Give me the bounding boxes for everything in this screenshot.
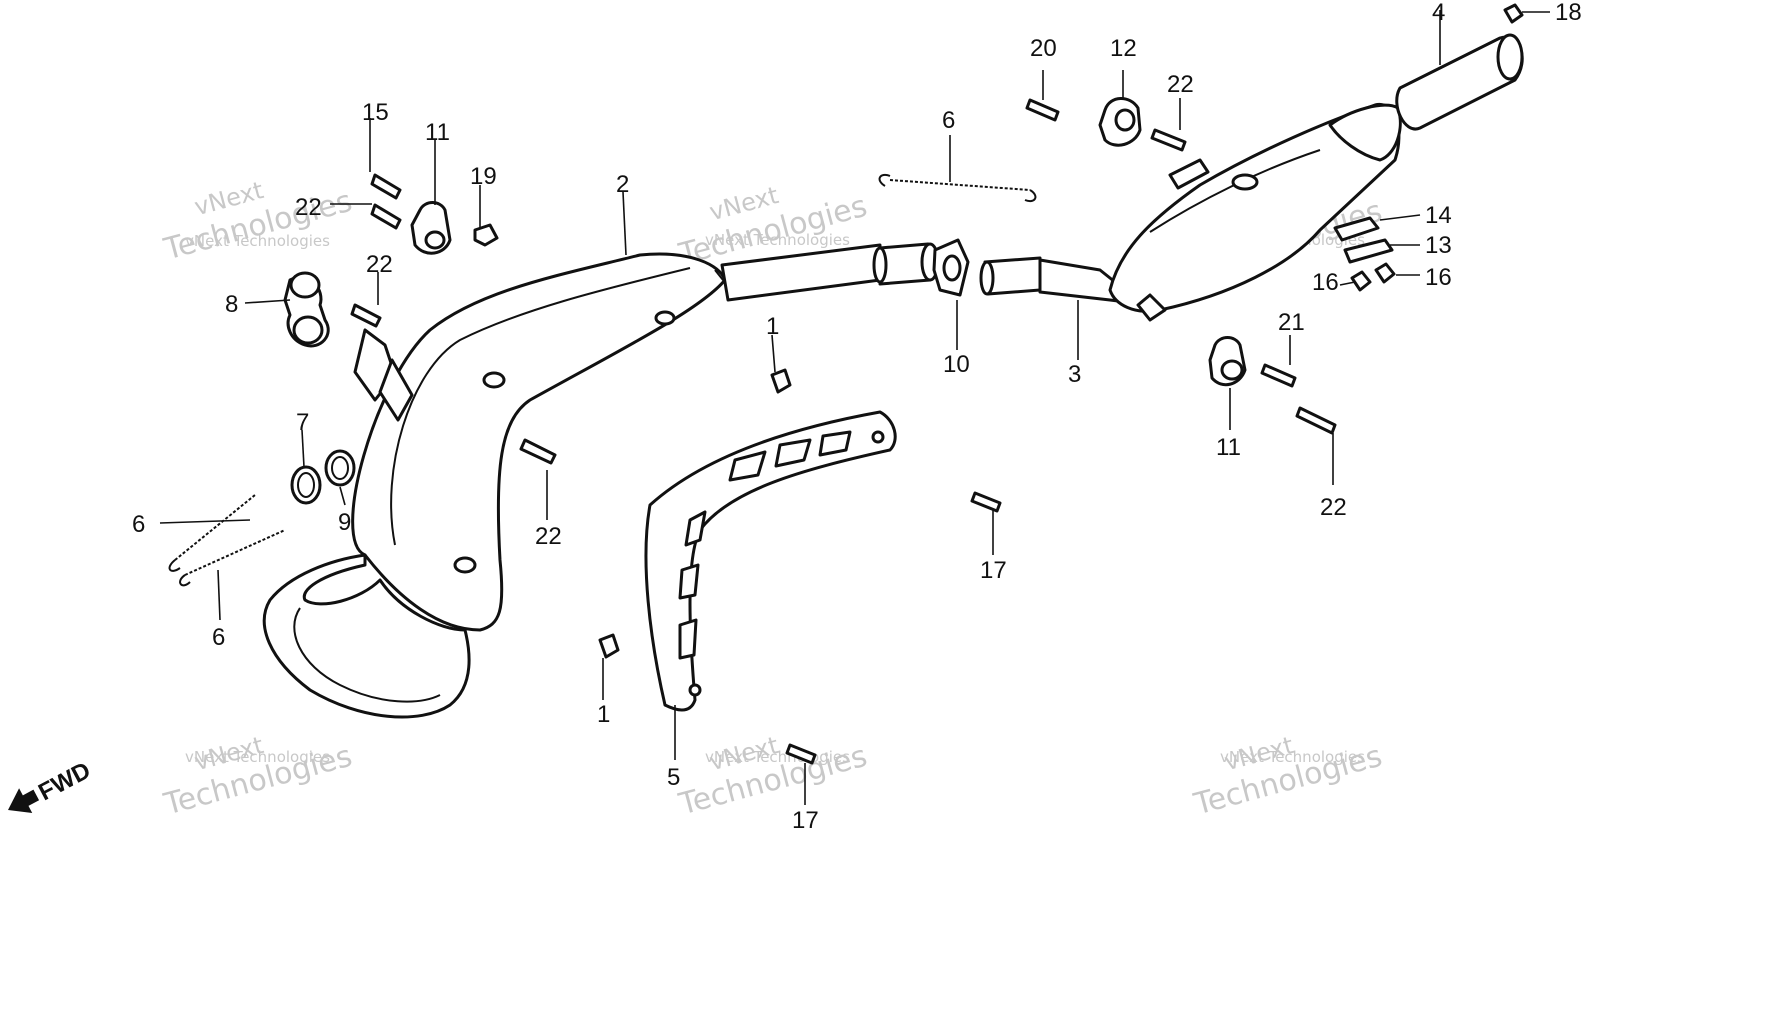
nut-19 [473, 223, 499, 247]
part-11-bracket-right [1208, 336, 1247, 387]
callout-22-right-lower: 22 [1320, 494, 1347, 521]
callout-17-bottom: 17 [792, 807, 819, 834]
part-12-bracket [1098, 97, 1142, 147]
callout-18: 18 [1555, 0, 1582, 26]
watermark-bottom-left: vNext Technologies [160, 731, 356, 823]
part-6-spring-left-lower [179, 529, 286, 587]
callout-6-bottom: 6 [212, 624, 225, 651]
watermark-text-top-left: vNext Technologies [185, 232, 330, 250]
part-6-spring-left-upper [168, 494, 256, 572]
callout-22-right-upper: 22 [1167, 71, 1194, 98]
part-9-ring [324, 449, 356, 487]
callout-14: 14 [1425, 202, 1452, 229]
callout-17-center: 17 [980, 557, 1007, 584]
fwd-direction-arrow: FWD [8, 757, 95, 813]
part-6-spring-top [878, 174, 1037, 202]
callout-1-upper: 1 [766, 313, 779, 340]
watermark-bottom-middle: vNext Technologies [675, 731, 871, 823]
callout-9: 9 [338, 509, 351, 536]
callout-22-center: 22 [535, 523, 562, 550]
callout-6-left: 6 [132, 511, 145, 538]
part-4-tail-tube [1395, 33, 1524, 131]
bolt-17-center [970, 491, 1002, 513]
watermark-text-bottom-right: vNext Technologies [1220, 748, 1365, 766]
part-13-plate [1343, 238, 1394, 264]
callout-15: 15 [362, 99, 389, 126]
callout-7: 7 [296, 409, 309, 436]
callout-19: 19 [470, 163, 497, 190]
callout-12: 12 [1110, 35, 1137, 62]
callout-20: 20 [1030, 35, 1057, 62]
callout-8: 8 [225, 291, 238, 318]
leader-lines [159, 10, 1550, 805]
bolt-22-right-upper [1150, 128, 1187, 152]
part-5-heat-shield [644, 410, 897, 712]
bolt-22-center [519, 438, 557, 465]
part-14-plate [1333, 216, 1380, 242]
watermark-text-bottom-left: vNext Technologies [185, 748, 330, 766]
callout-3: 3 [1068, 361, 1081, 388]
callout-21: 21 [1278, 309, 1305, 336]
part-10-gasket [932, 238, 970, 297]
watermark-text-bottom-middle: vNext Technologies [705, 748, 850, 766]
part-11-bracket-left [410, 201, 452, 255]
nut-1-upper [770, 368, 792, 394]
callout-16-left: 16 [1312, 269, 1339, 296]
bolt-21 [1260, 363, 1297, 388]
callout-labels: 15 11 19 22 22 8 2 7 9 6 6 22 1 1 6 10 3… [132, 0, 1582, 834]
silencer-body [1108, 103, 1402, 322]
nut-16-left [1350, 270, 1372, 292]
callout-1-lower: 1 [597, 701, 610, 728]
part-2-expansion-chamber [262, 252, 736, 719]
part-8-rubber-mount [283, 271, 330, 348]
callout-6-top: 6 [942, 107, 955, 134]
callout-11-right: 11 [1216, 434, 1241, 461]
callout-4: 4 [1432, 0, 1445, 26]
callout-16-right: 16 [1425, 264, 1452, 291]
bolt-22-left-mid [350, 303, 382, 328]
nut-18 [1503, 3, 1524, 24]
callout-22-left-mid: 22 [366, 251, 393, 278]
callout-11-left: 11 [425, 119, 450, 146]
watermark-text-top-middle: vNext Technologies [705, 231, 850, 249]
bolt-22-left-upper [370, 203, 402, 230]
nut-1-lower [598, 633, 620, 659]
part-7-ring [290, 465, 322, 505]
callout-2: 2 [616, 171, 629, 198]
bolt-20 [1025, 98, 1060, 122]
bolt-15 [370, 173, 402, 200]
callout-5: 5 [667, 764, 680, 791]
bolt-22-right-lower [1295, 406, 1337, 435]
watermark-bottom-right: vNext Technologies [1190, 731, 1386, 823]
nut-16-right [1374, 262, 1396, 284]
connector-tube [720, 242, 940, 302]
fwd-label: FWD [34, 757, 95, 806]
watermark-top-left: vNext Technologies [160, 176, 356, 268]
callout-10: 10 [943, 351, 970, 378]
bolt-17-bottom [785, 743, 817, 765]
callout-13: 13 [1425, 232, 1452, 259]
callout-22-left-upper: 22 [295, 194, 322, 221]
